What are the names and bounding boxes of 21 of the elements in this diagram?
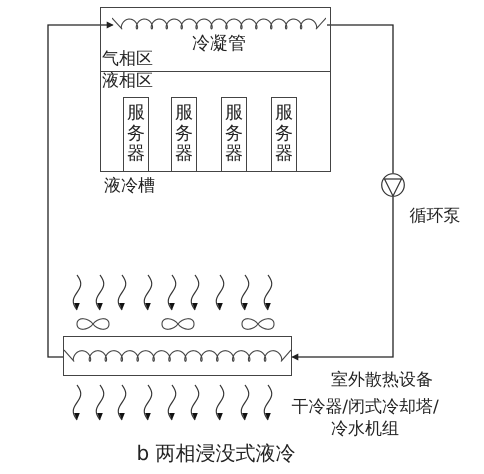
equipment-label: 循环泵 <box>408 205 462 228</box>
equipment-label: 干冷器/闭式冷却塔/冷水机组 <box>290 396 440 440</box>
server-box <box>221 97 247 172</box>
heat-exchanger-box <box>63 336 292 376</box>
tank-label: 液冷槽 <box>104 178 155 195</box>
zone-label: 液相区 <box>102 73 153 90</box>
server-box <box>171 97 197 172</box>
server-label: 服务器 <box>175 103 193 166</box>
server-label: 服务器 <box>225 103 243 166</box>
server-label: 服务器 <box>127 103 145 166</box>
caption: b 两相浸没式液冷 <box>135 443 297 463</box>
zone-band <box>100 71 331 172</box>
server-box <box>123 97 149 172</box>
pipe-arrow <box>291 197 394 360</box>
pump-symbol <box>381 173 405 197</box>
server-label: 服务器 <box>275 103 293 166</box>
coil-label: 冷凝管 <box>191 35 247 53</box>
server-box <box>271 97 297 172</box>
zone-label: 气相区 <box>102 51 153 68</box>
equipment-label: 室外散热设备 <box>330 369 434 392</box>
pipe-arrow <box>47 22 114 358</box>
